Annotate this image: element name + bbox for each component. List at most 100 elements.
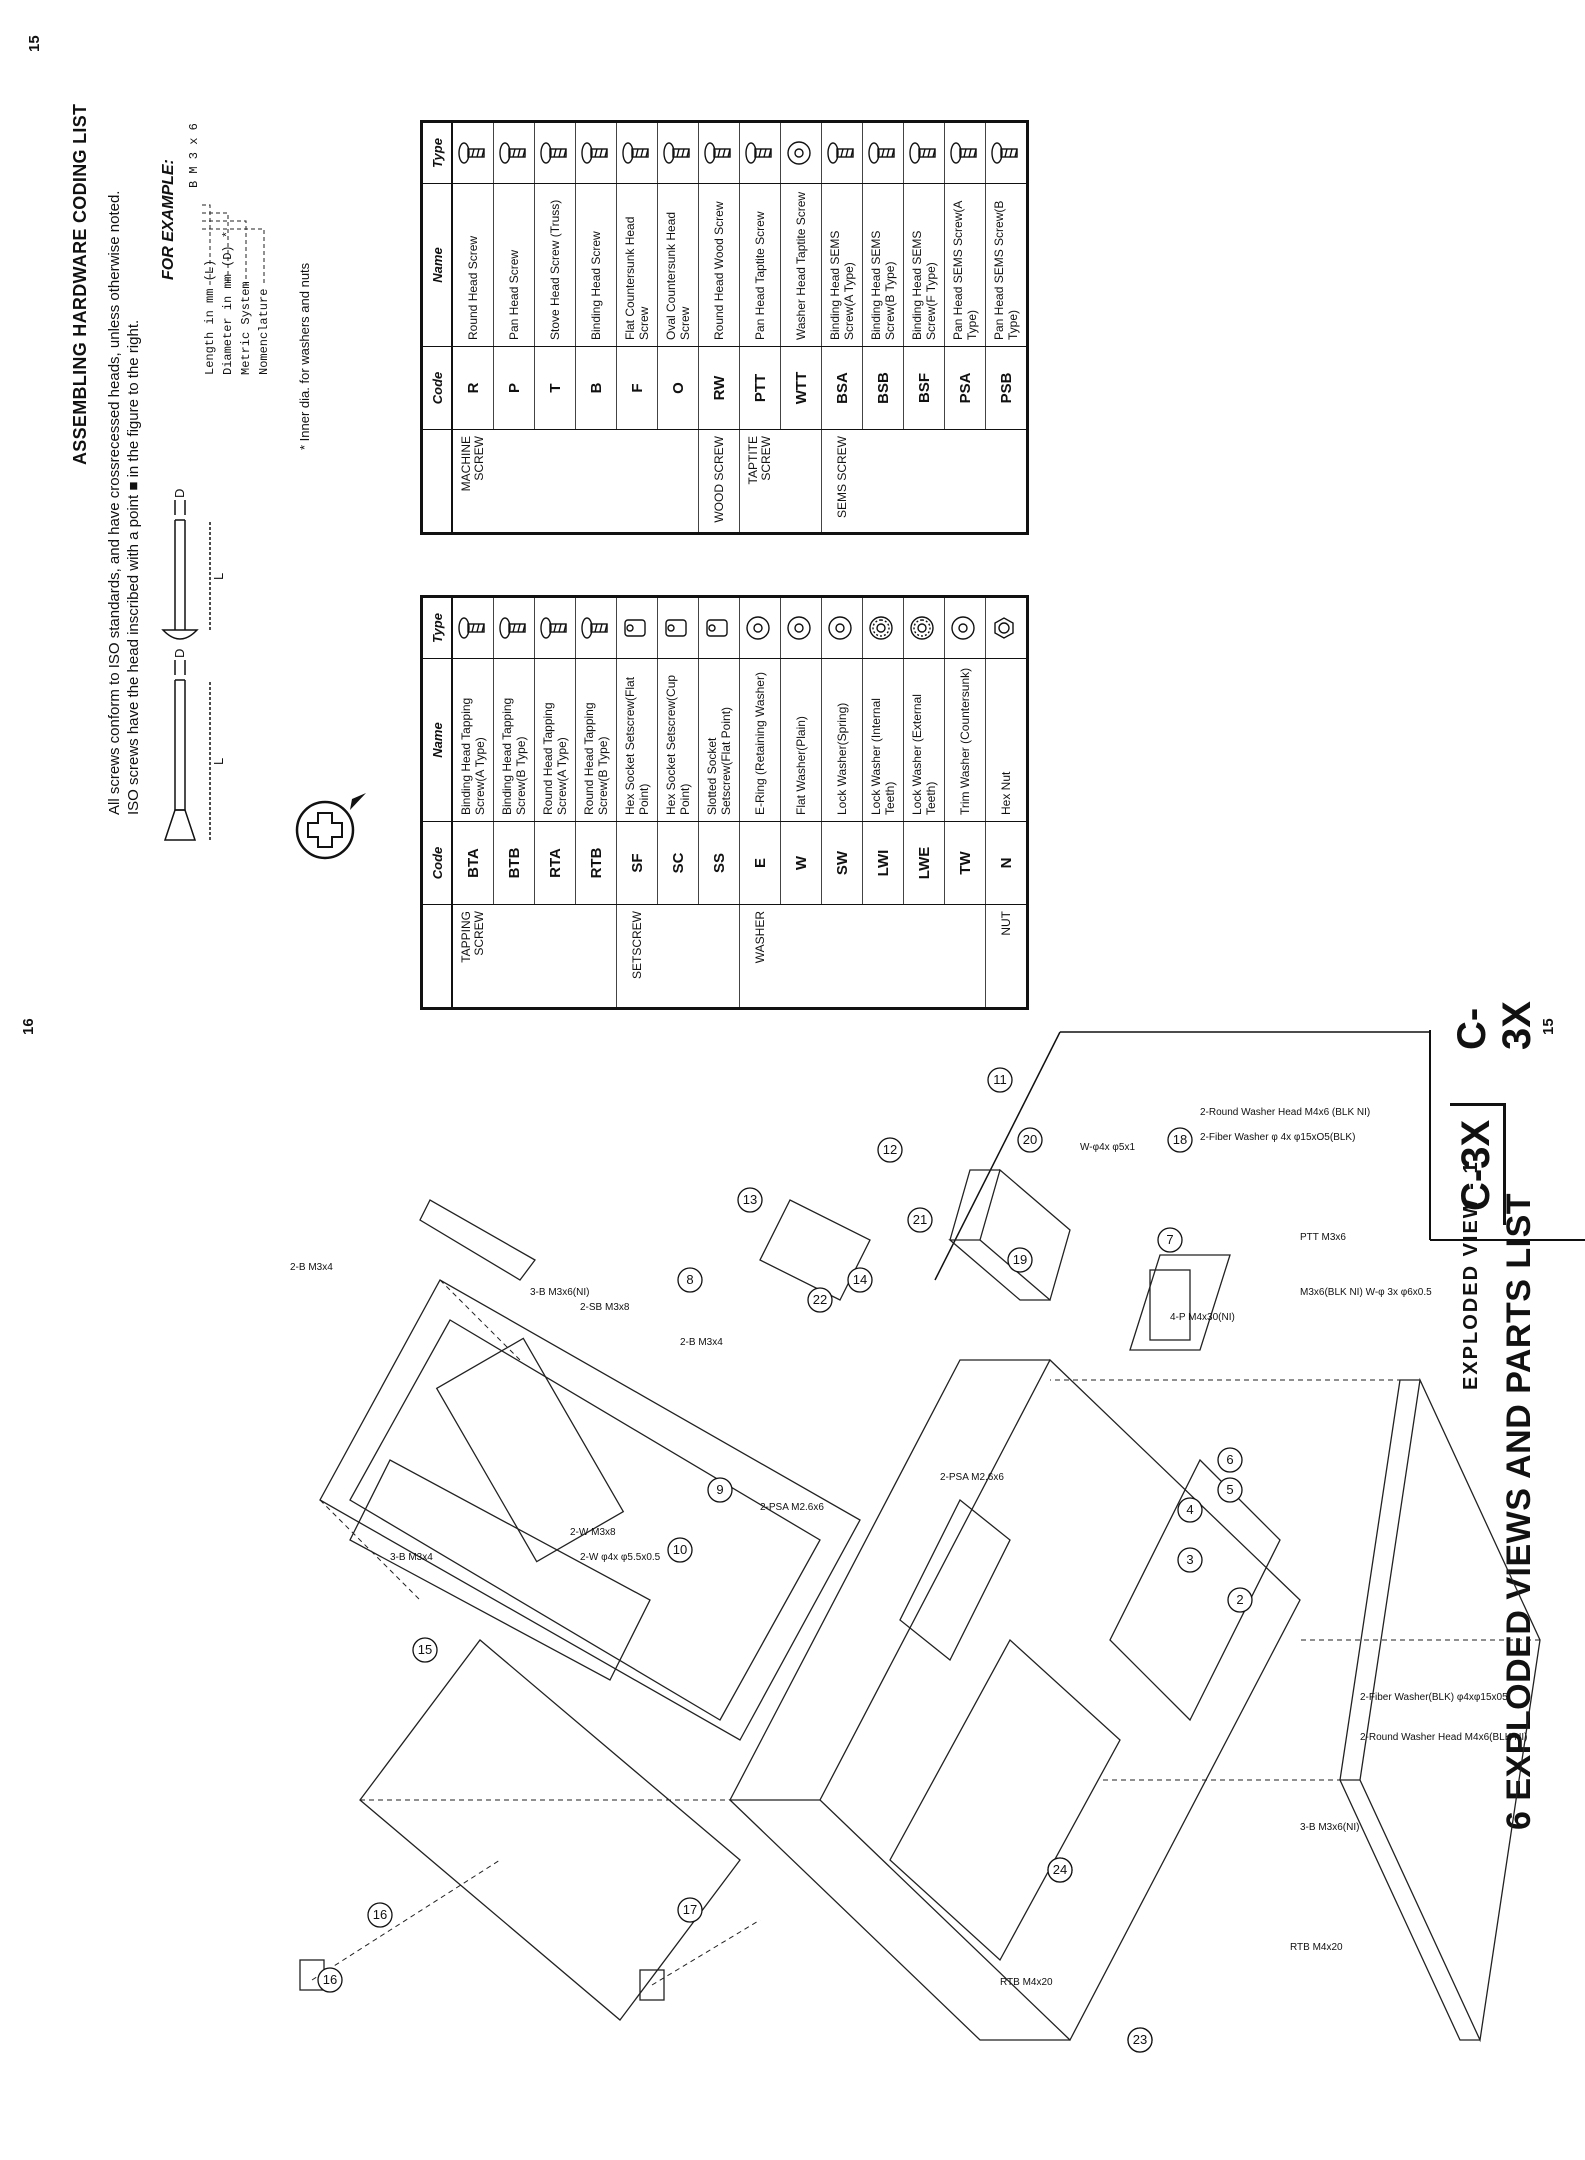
binding-head-screw-icon — [575, 121, 617, 184]
sems-screw-icon — [903, 121, 945, 184]
hw-label-l: 2-PSA M2.6x6 — [760, 1502, 824, 1513]
callout-circle — [737, 1187, 763, 1213]
col-name: Name — [421, 183, 452, 347]
name-cell: Binding Head SEMS Screw(F Type) — [903, 183, 945, 347]
setscrew-icon — [616, 596, 658, 659]
setscrew-icon — [698, 596, 740, 659]
name-cell: Hex Socket Setscrew(Flat Point) — [616, 658, 658, 822]
callout-circle — [987, 1067, 1013, 1093]
hw-label-n: 2-B M3x4 — [290, 1262, 333, 1273]
iso-note-line1: All screws conform to ISO standards, and… — [106, 190, 123, 815]
code-cell: SS — [698, 821, 740, 905]
callout-number: 23 — [1133, 2032, 1147, 2047]
category-cell — [617, 430, 658, 534]
name-cell: Stove Head Screw (Truss) — [534, 183, 576, 347]
callout-number: 4 — [1186, 1502, 1193, 1517]
tapping-screw-icon — [534, 596, 576, 659]
code-cell: PTT — [739, 346, 781, 430]
example-label: FOR EXAMPLE: — [160, 159, 177, 280]
code-cell: LWI — [862, 821, 904, 905]
name-cell: Oval Countersunk Head Screw — [657, 183, 699, 347]
callout-number: 5 — [1226, 1482, 1233, 1497]
crossrecess-head-icon — [295, 793, 366, 860]
callout-number: 2 — [1236, 1592, 1243, 1607]
callout-circle — [1157, 1227, 1183, 1253]
code-cell: P — [493, 346, 535, 430]
name-cell: Lock Washer (Internal Teeth) — [862, 658, 904, 822]
tapping-screw-icon — [452, 596, 494, 659]
code-cell: O — [657, 346, 699, 430]
category-cell — [945, 430, 986, 534]
hw-label-j: 2-W φ4x φ5.5x0.5 — [580, 1552, 661, 1563]
hw-label-t: 2-PSA M2.6x6 — [940, 1472, 1004, 1483]
col-code: Code — [421, 346, 452, 430]
callout-circle — [1007, 1247, 1033, 1273]
lock-washer-external-icon — [903, 596, 945, 659]
callout-circle — [1167, 1127, 1193, 1153]
example-code: B M 3 x 6 — [187, 123, 201, 188]
sems-screw-icon — [944, 121, 986, 184]
flat-washer-icon — [780, 596, 822, 659]
callout-number: 17 — [683, 1902, 697, 1917]
iso-note-line2: ISO screws have the head inscribed with … — [125, 319, 142, 815]
callout-number: 12 — [883, 1142, 897, 1157]
exploded-view-drawing: 1223456789101112131415161617181920212223… — [290, 1030, 1585, 2053]
callout-number: 6 — [1226, 1452, 1233, 1467]
name-cell: Round Head Screw — [452, 183, 494, 347]
hw-label-q: 2-SB M3x8 — [580, 1302, 630, 1313]
name-cell: Binding Head SEMS Screw(B Type) — [862, 183, 904, 347]
dim-d-flat: D — [172, 649, 187, 658]
code-cell: PSA — [944, 346, 986, 430]
category-cell: TAPTITE SCREW — [739, 429, 781, 534]
name-cell: Binding Head Tapping Screw(A Type) — [452, 658, 494, 822]
callout-circle — [412, 1637, 438, 1663]
code-cell: BTB — [493, 821, 535, 905]
hw-label-e: 2-Fiber Washer(BLK) φ4xφ15x05 — [1360, 1692, 1508, 1703]
name-cell: Binding Head SEMS Screw(A Type) — [821, 183, 863, 347]
truss-head-screw-icon — [534, 121, 576, 184]
name-cell: Flat Washer(Plain) — [780, 658, 822, 822]
lock-washer-internal-icon — [862, 596, 904, 659]
callout-circle — [677, 1897, 703, 1923]
code-cell: BSB — [862, 346, 904, 430]
name-cell: Flat Countersunk Head Screw — [616, 183, 658, 347]
name-cell: Binding Head Screw — [575, 183, 617, 347]
trim-washer-icon — [944, 596, 986, 659]
hw-label-o: 2-B M3x4 — [680, 1337, 723, 1348]
callout-number: 24 — [1053, 1862, 1067, 1877]
washer-head-taptite-screw-icon — [780, 121, 822, 184]
callout-number: 11 — [993, 1072, 1007, 1087]
callout-circle — [877, 1137, 903, 1163]
wood-screw-icon — [698, 121, 740, 184]
code-cell: SF — [616, 821, 658, 905]
callout-circle — [317, 1967, 343, 1993]
dim-d-round: D — [172, 489, 187, 498]
callout-number: 21 — [913, 1212, 927, 1227]
hw-label-s: W-φ4x φ5x1 — [1080, 1142, 1135, 1153]
hw-label-g: 3-B M3x6(NI) — [1300, 1822, 1359, 1833]
hw-label-f: 2-Round Washer Head M4x6(BLK NI) — [1360, 1732, 1527, 1743]
name-cell: Slotted Socket Setscrew(Flat Point) — [698, 658, 740, 822]
callout-circle — [807, 1287, 833, 1313]
category-cell — [904, 430, 945, 534]
code-cell: SC — [657, 821, 699, 905]
code-cell: RTB — [575, 821, 617, 905]
